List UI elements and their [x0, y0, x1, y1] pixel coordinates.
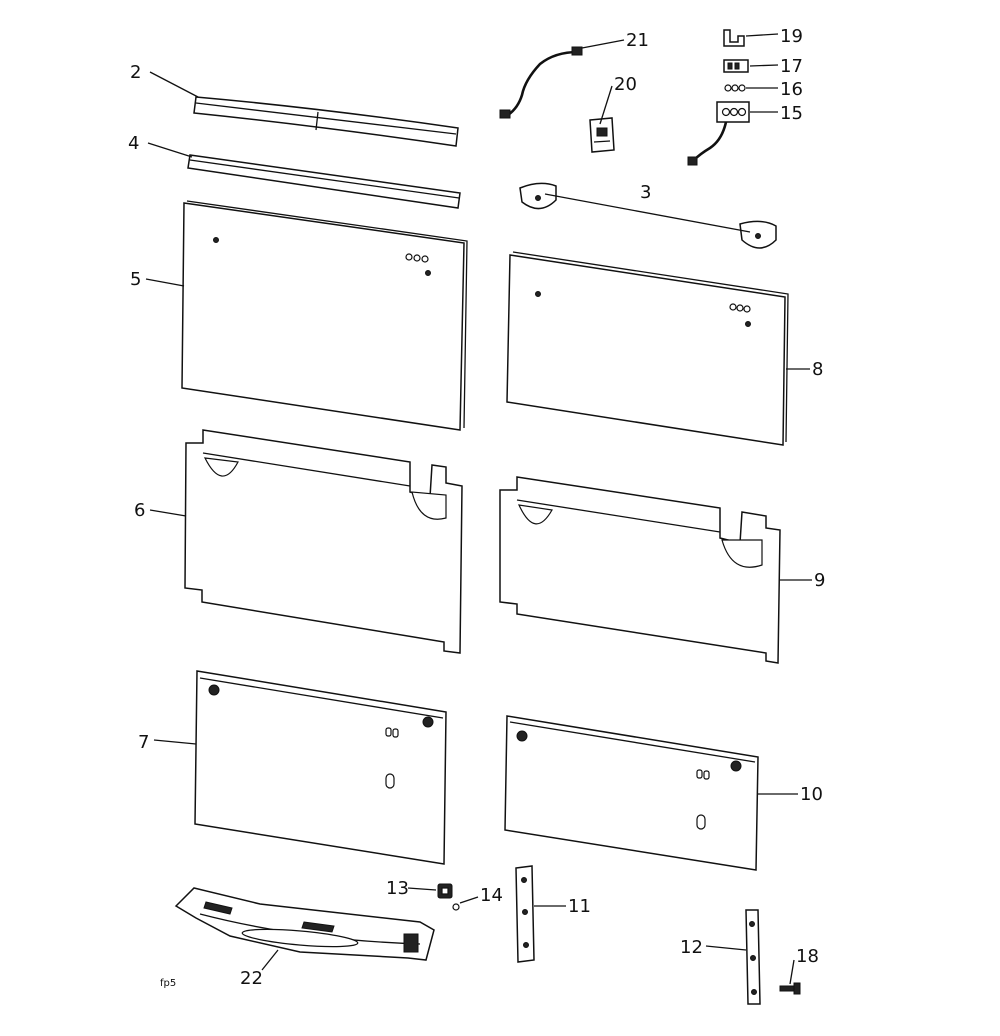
callout-4: 4: [128, 133, 139, 154]
leader-21: [581, 39, 625, 49]
callout-9: 9: [814, 570, 825, 591]
part-16-lamp-set: [724, 84, 746, 92]
leader-6: [149, 509, 187, 517]
callout-16: 16: [780, 79, 803, 100]
callout-12: 12: [680, 937, 703, 958]
part-19-clip: [723, 29, 745, 47]
part-17-control-board: [723, 59, 749, 73]
part-13-bushing: [437, 883, 453, 899]
part-9-liner: [499, 476, 781, 664]
callout-15: 15: [780, 103, 803, 124]
callout-21: 21: [626, 30, 649, 51]
callout-6: 6: [134, 500, 145, 521]
leader-14: [459, 896, 479, 904]
callout-20: 20: [614, 74, 637, 95]
callout-3: 3: [640, 182, 651, 203]
part-8-outer-panel: [506, 251, 789, 446]
part-18-screw: [779, 982, 801, 995]
leader-2: [149, 71, 199, 98]
part-20-switch-block: [589, 117, 615, 153]
callout-5: 5: [130, 269, 141, 290]
part-4-trim-strip: [187, 154, 461, 209]
leader-18: [789, 959, 795, 985]
part-2-trim-strip: [193, 96, 459, 147]
part-7-inner-panel: [194, 670, 447, 865]
leader-5: [145, 278, 185, 287]
part-5-outer-panel: [181, 200, 468, 431]
leader-19: [745, 33, 779, 37]
callout-19: 19: [780, 26, 803, 47]
part-3-end-caps: [519, 182, 777, 249]
callout-8: 8: [812, 359, 823, 380]
leader-7: [153, 739, 197, 745]
part-6-liner: [184, 429, 463, 654]
callout-10: 10: [800, 784, 823, 805]
callout-13: 13: [386, 878, 409, 899]
callout-7: 7: [138, 732, 149, 753]
callout-2: 2: [130, 62, 141, 83]
leader-12: [705, 945, 747, 951]
leader-22: [261, 949, 279, 971]
leader-13: [407, 887, 437, 891]
part-10-inner-panel: [504, 715, 759, 871]
leader-17: [749, 64, 779, 67]
callout-14: 14: [480, 885, 503, 906]
part-14-screw: [452, 903, 460, 911]
callout-18: 18: [796, 946, 819, 967]
callout-22: 22: [240, 968, 263, 989]
callout-11: 11: [568, 896, 591, 917]
callout-17: 17: [780, 56, 803, 77]
leader-20: [599, 85, 613, 125]
part-22-handle-assembly: [174, 887, 435, 961]
part-15-dispenser-housing: [687, 101, 750, 166]
leader-4: [147, 142, 193, 158]
part-12-hinge-bracket: [745, 909, 761, 1005]
part-11-hinge-bracket: [515, 865, 535, 963]
footer-code: fp5: [160, 978, 176, 989]
part-21-wire-harness: [499, 46, 583, 119]
leader-3: [544, 193, 751, 233]
